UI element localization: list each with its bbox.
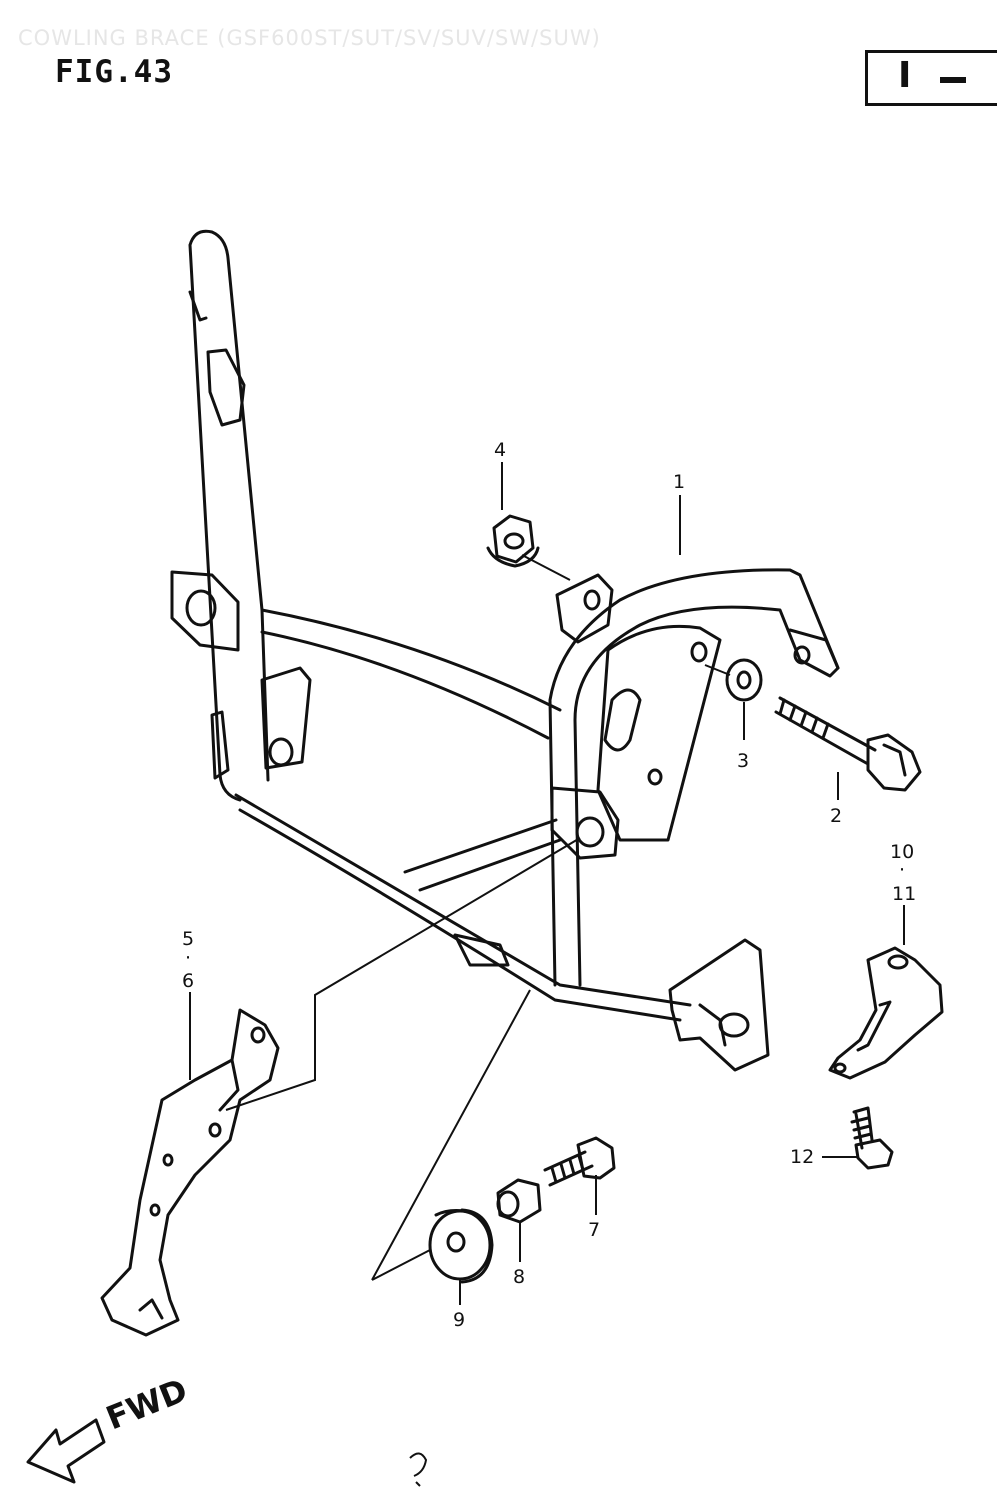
fwd-label: FWD [101,1371,193,1438]
frame-left-tab [170,570,240,652]
section-tab: I [865,50,997,106]
leader-9-to-frame [371,989,531,1281]
figure-title: FIG.43 [55,54,173,90]
callout-4: 4 [494,439,506,461]
frame-upper-cross-tube [260,608,562,740]
leader-stay-to-frame [225,837,581,1111]
arrow-left-icon [26,1418,106,1484]
callout-8: 8 [513,1266,525,1288]
small-bracket [828,946,944,1080]
frame-lower-tube [234,793,692,1022]
flange-nut [486,514,540,568]
short-bolt [543,1136,616,1187]
collar [496,1178,542,1224]
frame-top-notch [188,290,208,322]
callout-3: 3 [737,750,749,772]
leader-4-to-tab [521,554,571,581]
frame-cross-bar [403,818,562,892]
cowling-brace-frame [170,229,840,1072]
section-dash [940,77,966,83]
callout-dot-10-11: · [899,859,905,881]
frame-left-tube [188,229,270,802]
callout-11: 11 [892,883,916,905]
small-bolt [850,1106,894,1170]
cowling-stay [100,1008,280,1337]
section-label: I [898,55,912,96]
callout-10: 10 [890,841,914,863]
callout-2: 2 [830,805,842,827]
washer [725,658,763,702]
callout-6: 6 [182,970,194,992]
frame-left-tab-hole [185,589,217,627]
callout-1: 1 [673,471,685,493]
frame-nut-tab [555,573,614,644]
callout-5: 5 [182,928,194,950]
diagram-subtitle: COWLING BRACE (GSF600ST/SUT/SV/SUV/SW/SU… [18,26,601,50]
frame-center-plate [596,624,722,842]
callout-dot-5-6: · [185,947,191,969]
frame-right-foot [668,938,770,1072]
frame-left-bracket [260,666,312,770]
grommet [428,1208,494,1284]
callout-9: 9 [453,1309,465,1331]
long-bolt [774,696,922,792]
callout-12: 12 [790,1146,814,1168]
frame-center-tab [550,786,620,860]
callout-7: 7 [588,1219,600,1241]
scan-mark [409,1452,428,1487]
frame-upper-clip [206,348,246,427]
leader-3 [704,664,745,740]
fwd-arrow [26,1418,106,1484]
